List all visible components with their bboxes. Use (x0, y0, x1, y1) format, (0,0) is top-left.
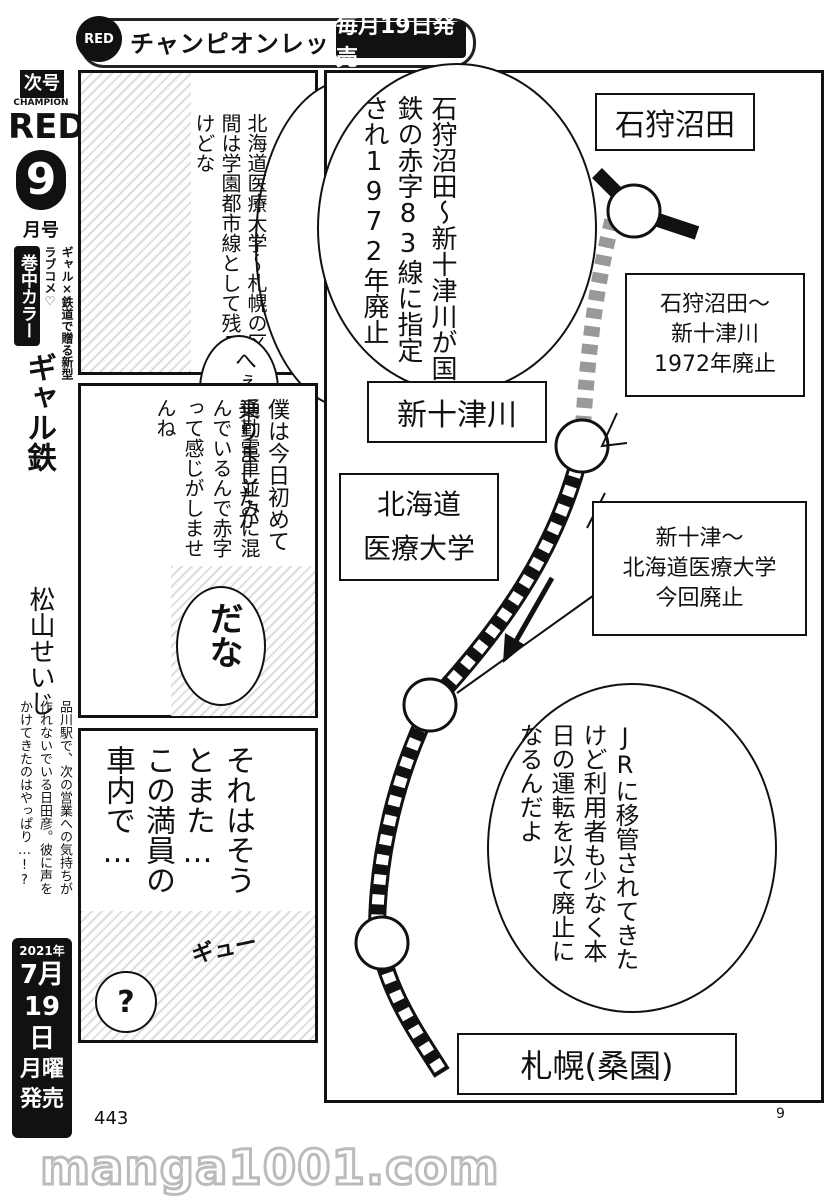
note-1-line2: 新十津川 (670, 322, 759, 347)
panel-3: それはそうとまた…この満員の車内で… ギュー ? (78, 728, 318, 1043)
series-title: ギャル鉄 (21, 352, 56, 472)
note-1972-abolished: 石狩沼田〜 新十津川 1972年廃止 (625, 273, 805, 397)
route-current-stripe (427, 446, 588, 708)
issue-unit: 月号 (23, 220, 59, 241)
station-label-iryo-daigaku: 北海道 医療大学 (339, 473, 499, 581)
station-label-ishikari-numata: 石狩沼田 (595, 93, 755, 151)
caption-text: 北海道医療大学〜札幌の区間は学園都市線として残るけどな (192, 113, 268, 353)
map-panel: 石狩沼田〜新十津川が国鉄の赤字83線に指定され1972年廃止 JRに移管されてき… (317, 63, 824, 1103)
speech-bubble-top (317, 63, 597, 393)
series-tagline: ギャル×鉄道で贈る新型ラブコメ♡ (43, 246, 74, 380)
release-schedule: 毎月19日発売 (336, 14, 466, 71)
page-number: 443 (94, 1108, 129, 1129)
station-label-sapporo: 札幌(桑園) (457, 1033, 737, 1095)
panel-1: 北海道医療大学〜札幌の区間は学園都市線として残るけどな へぇ… (78, 70, 445, 445)
side-advert: 次号 CHAMPION RED 9 月号 巻中カラー ギャル×鉄道で贈る新型ラブ… (8, 70, 86, 1138)
note-1-line1: 石狩沼田〜 (659, 292, 770, 317)
reply-text: だな (203, 601, 243, 669)
color-tag: 巻中カラー (14, 246, 40, 346)
route-1972 (574, 200, 625, 444)
author-name: 松山せいじ (25, 586, 55, 716)
station-circle-2 (554, 418, 610, 474)
watermark: manga1001.com (39, 1139, 501, 1198)
next-issue-label: 次号 (20, 70, 64, 98)
release-year: 2021年 (19, 944, 65, 958)
note-2-line3: 今回廃止 (655, 585, 744, 611)
note-current-abolished: 新十津〜 北海道医療大学 今回廃止 (592, 501, 807, 636)
station-circle-4 (354, 915, 410, 971)
character-art (81, 73, 191, 372)
brand-logo: RED (8, 107, 86, 147)
speech-bottom-text: JRに移管されてきたけど利用者も少なく本日の運転を以て廃止になるんだよ (515, 723, 639, 971)
narration-text: それはそうとまた…この満員の車内で… (100, 745, 255, 895)
speech-bubble-bottom (487, 683, 777, 1013)
callout-pointer-1 (600, 412, 628, 448)
release-month: 7月 (19, 960, 65, 990)
red-logo: RED (76, 16, 122, 62)
reply-bubble (176, 586, 266, 706)
callout-pointer-3 (456, 592, 598, 694)
issue-number: 9 (16, 150, 66, 210)
question-bubble: ? (95, 971, 157, 1033)
release-date-badge: 2021年 7月 19日 月曜 発売 (12, 938, 72, 1138)
station-3-line1: 北海道 (376, 488, 461, 521)
issue-blurb: 品川駅で、次の営業への気持ちが作れないでいる日田彦。彼に声をかけてきたのはやっぱ… (17, 700, 72, 895)
station-circle-3 (402, 677, 458, 733)
route-remaining-stripe (370, 700, 448, 1077)
speech-crowded: 通勤電車並みに混んでいるんで赤字って感じがしませんね (153, 398, 261, 558)
station-3-line2: 医療大学 (362, 532, 475, 565)
speech-first-ride: 僕は今日初めて乗りましたが (234, 398, 289, 552)
release-day: 19日 (23, 992, 61, 1054)
station-circle-1 (606, 183, 662, 239)
magazine-title: チャンピオンレッド (130, 30, 355, 58)
brand-small: CHAMPION (13, 98, 69, 108)
rail-map (354, 168, 700, 1078)
note-1-line3: 1972年廃止 (654, 352, 776, 377)
speech-top-text: 石狩沼田〜新十津川が国鉄の赤字83線に指定され1972年廃止 (359, 95, 457, 381)
direction-arrow-line (509, 576, 555, 650)
folio-number: 9 (776, 1106, 785, 1122)
note-2-line2: 北海道医療大学 (622, 555, 777, 581)
release-suffix: 発売 (19, 1087, 64, 1112)
panel-2: 僕は今日初めて乗りましたが 通勤電車並みに混んでいるんで赤字って感じがしませんね… (78, 383, 318, 718)
note-2-line1: 新十津〜 (655, 525, 744, 551)
station-label-shin-totsukawa: 新十津川 (367, 381, 547, 443)
release-weekday: 月曜 (19, 1057, 64, 1082)
